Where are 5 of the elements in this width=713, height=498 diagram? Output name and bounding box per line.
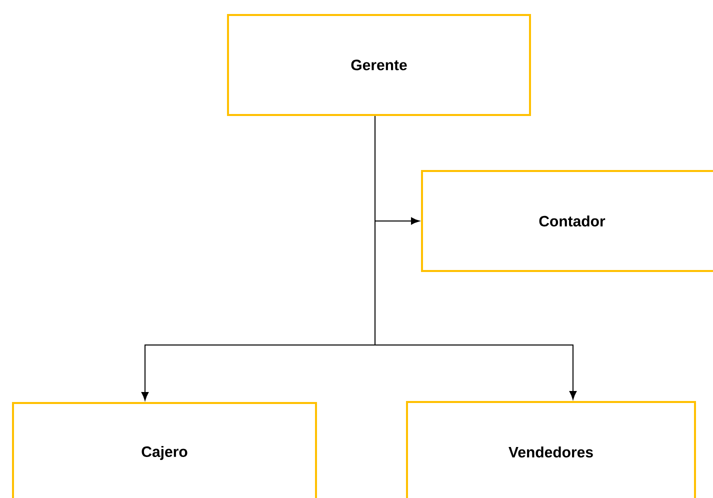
role-box: Vendedores <box>406 401 696 498</box>
role-box: Gerente <box>227 14 531 116</box>
arrow <box>374 116 577 400</box>
role-box: Cajero <box>12 402 317 498</box>
role-box: Contador <box>421 170 713 272</box>
